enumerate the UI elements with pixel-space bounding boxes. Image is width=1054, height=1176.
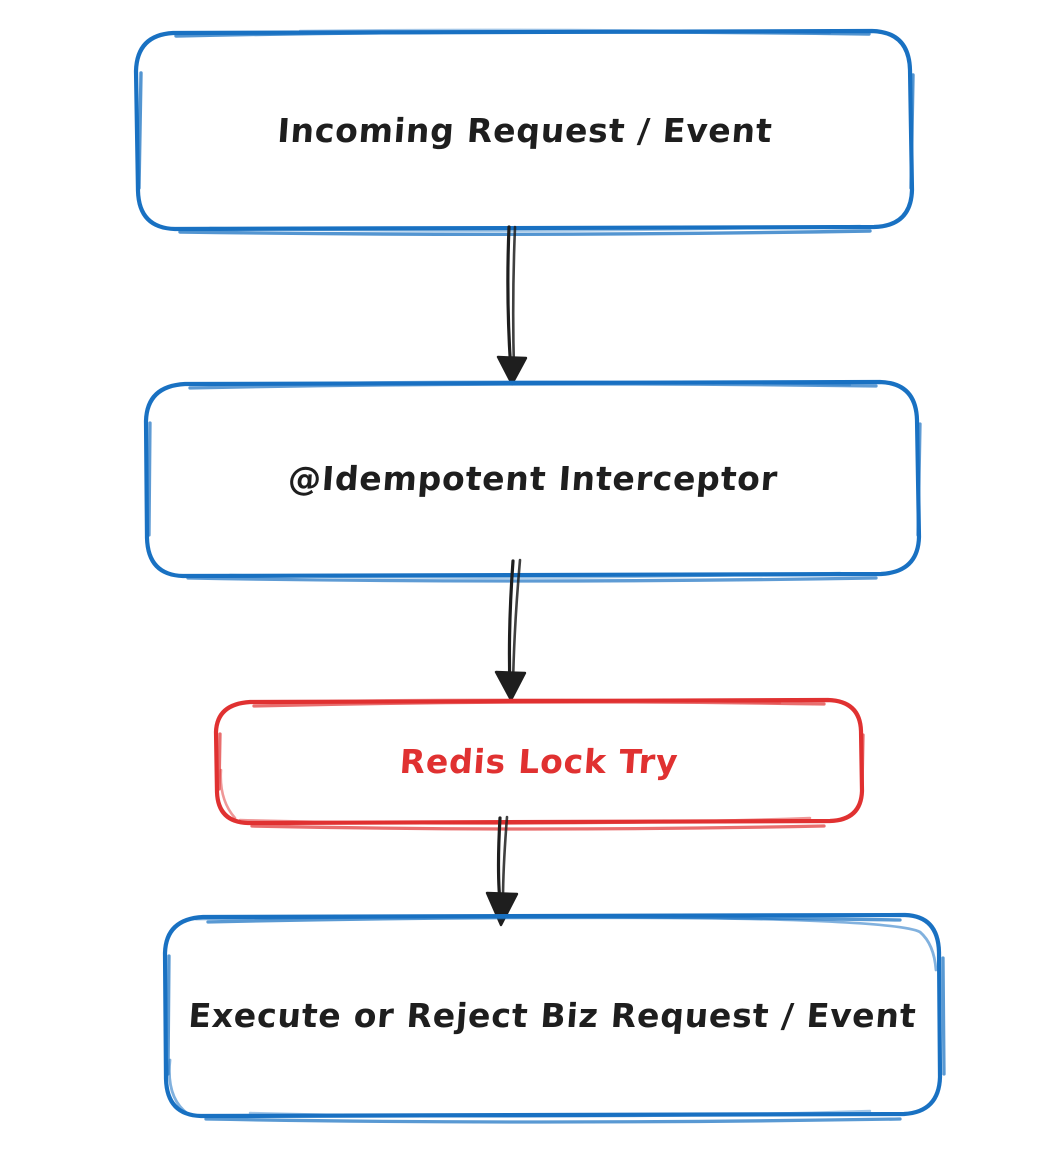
edge-incoming-to-interceptor[interactable] (506, 225, 517, 374)
edge-interceptor-arrowhead (494, 670, 527, 702)
edge-interceptor-to-redislock[interactable] (507, 558, 522, 690)
node-incoming-label: Incoming Request / Event (276, 111, 774, 151)
edge-incoming-arrowhead (496, 355, 528, 386)
edge-redislock-to-execute[interactable] (496, 815, 509, 904)
node-execute-label: Execute or Reject Biz Request / Event (187, 995, 918, 1035)
node-redis-lock-label: Redis Lock Try (398, 741, 680, 781)
node-interceptor-label: @Idempotent Interceptor (286, 459, 780, 499)
